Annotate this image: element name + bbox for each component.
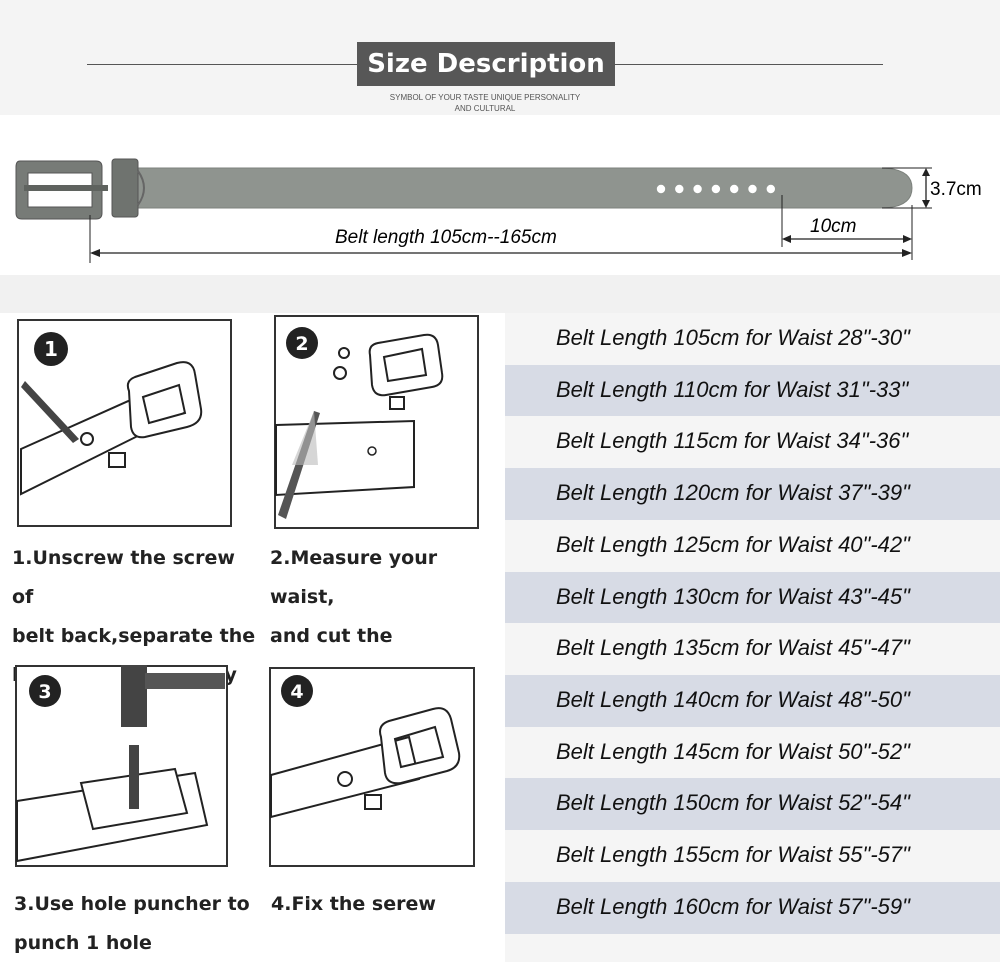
subtitle-line-2: AND CULTURAL [454,104,516,113]
belt-hole [675,184,684,194]
size-row-text: Belt Length 130cm for Waist 43"-45" [556,583,910,609]
hammer-head-icon [121,665,147,727]
belt-keeper [111,158,139,218]
belt-length-label: Belt length 105cm--165cm [335,227,557,248]
size-table-row: Belt Length 140cm for Waist 48"-50" [505,674,1000,727]
size-table-row: Belt Length 125cm for Waist 40"-42" [505,519,1000,572]
step-1-panel: 1 [17,319,232,527]
step-4-badge [281,675,313,707]
step-4-screw [337,771,353,787]
belt-keeper-edge [137,170,145,206]
hammer-handle-icon [145,673,225,689]
size-row-text: Belt Length 110cm for Waist 31"-33" [556,376,909,402]
step-1-buckle [126,361,203,439]
step-4-number: 4 [290,681,303,703]
step-4-panel: 4 [269,667,475,867]
page-subtitle: SYMBOL OF YOUR TASTE UNIQUE PERSONALITY … [360,92,610,114]
step-2-buckle [368,333,444,397]
step-3-number: 3 [38,681,51,703]
subtitle-line-1: SYMBOL OF YOUR TASTE UNIQUE PERSONALITY [389,93,581,102]
size-table-row: Belt Length 115cm for Waist 34"-36" [505,416,1000,469]
size-row-text: Belt Length 135cm for Waist 45"-47" [556,635,910,661]
step-2-number: 2 [295,333,308,355]
belt-illustration [15,158,932,263]
step-2-screw-part-2 [333,366,347,380]
belt-diagram: Belt length 105cm--165cm 3.7cm 10cm [0,115,1000,275]
step-4-illustration: 4 [269,667,475,867]
size-row-text: Belt Length 115cm for Waist 34"-36" [556,428,909,454]
step-2-badge [286,327,318,359]
belt-hole [711,184,721,194]
step-1-illustration: 1 [17,319,232,527]
step-2-screw-part [338,347,350,359]
belt-tip-label: 10cm [810,216,857,237]
size-table-row: Belt Length 105cm for Waist 28"-30" [505,313,1000,365]
belt-width-label: 3.7cm [930,179,982,200]
belt-hole [748,184,757,194]
step-1-screw [80,432,94,446]
step-3-badge [29,675,61,707]
step-2-illustration: 2 [274,315,479,529]
step-3-caption: 3.Use hole puncher to punch 1 hole [14,893,250,954]
size-row-text: Belt Length 145cm for Waist 50"-52" [556,738,910,764]
installation-steps: 1 1.Unscrew the screw of belt back,separ… [0,313,505,962]
size-row-text: Belt Length 140cm for Waist 48"-50" [556,686,910,712]
size-row-text: Belt Length 160cm for Waist 57"-59" [556,893,910,919]
step-3-panel: 3 [15,665,228,867]
step-1-number: 1 [44,337,58,361]
size-table-row: Belt Length 120cm for Waist 37"-39" [505,468,1000,521]
belt-hole [693,184,702,194]
header-banner: Size Description SYMBOL OF YOUR TASTE UN… [0,0,1000,115]
size-table: Belt Length 105cm for Waist 28"-30" Belt … [505,313,1000,962]
section-divider [0,275,1000,313]
size-row-text: Belt Length 125cm for Waist 40"-42" [556,531,910,557]
belt-buckle [15,160,103,220]
header-rule-right [615,64,883,65]
hole-punch-icon [129,745,139,809]
size-table-row: Belt Length 160cm for Waist 57"-59" [505,881,1000,934]
size-table-row: Belt Length 145cm for Waist 50"-52" [505,726,1000,779]
step-1-badge [34,332,68,366]
size-row-text: Belt Length 120cm for Waist 37"-39" [556,480,910,506]
size-table-row: Belt Length 135cm for Waist 45"-47" [505,623,1000,676]
belt-hole [730,184,739,194]
page-title: Size Description [357,42,615,86]
step-4-caption: 4.Fix the serew [271,893,436,915]
width-arrows [922,168,930,208]
size-table-row: Belt Length 130cm for Waist 43"-45" [505,571,1000,624]
size-table-row: Belt Length 110cm for Waist 31"-33" [505,364,1000,417]
belt-strap [127,167,913,209]
buckle-prong [24,185,108,191]
belt-holes [656,184,775,194]
size-row-text: Belt Length 105cm for Waist 28"-30" [556,325,910,350]
screwdriver-icon [21,381,79,443]
belt-hole [656,184,666,194]
size-table-row: Belt Length 155cm for Waist 55"-57" [505,830,1000,882]
size-row-text: Belt Length 150cm for Waist 52"-54" [556,790,910,816]
size-table-row: Belt Length 150cm for Waist 52"-54" [505,778,1000,831]
step-3-illustration: 3 [15,665,228,867]
header-rule-left [87,64,357,65]
belt-hole [766,184,775,194]
step-2-panel: 2 [274,315,479,529]
size-row-text: Belt Length 155cm for Waist 55"-57" [556,842,910,867]
step-4-buckle [379,707,461,785]
